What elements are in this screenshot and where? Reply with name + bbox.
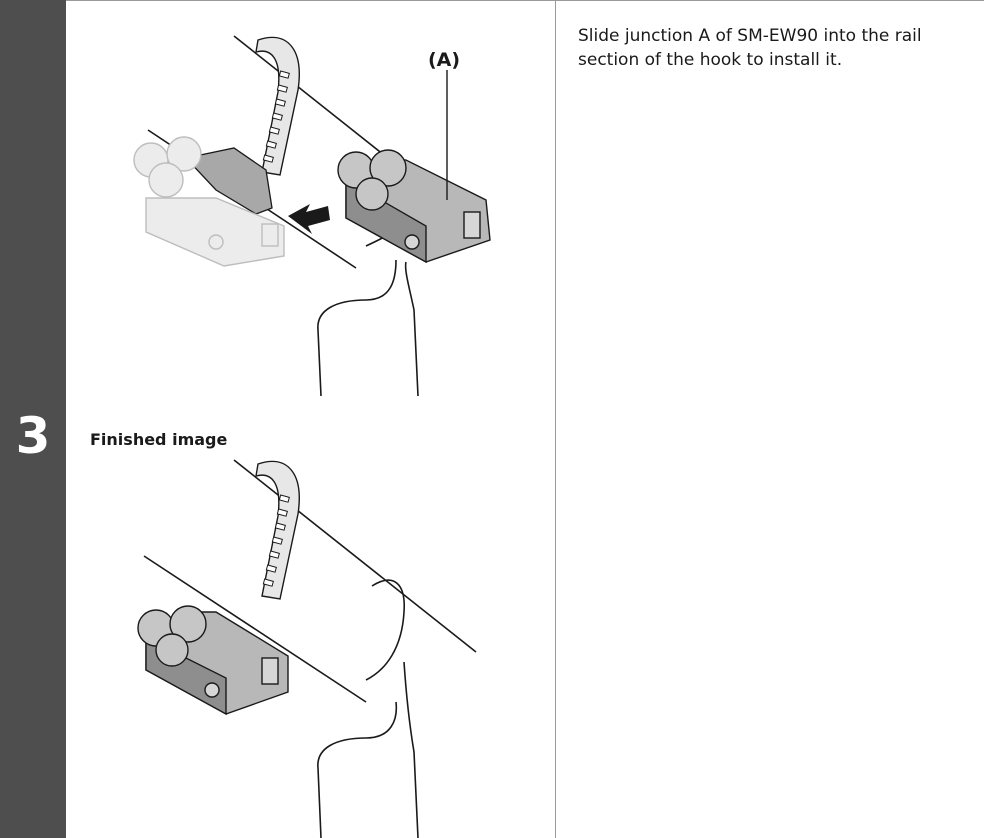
finished-illustration [66, 452, 555, 838]
step-bar: 3 [0, 0, 66, 838]
installation-illustration: (A) [66, 0, 555, 400]
instruction-text: Slide junction A of SM-EW90 into the rai… [578, 24, 978, 72]
finished-image-label: Finished image [90, 430, 227, 450]
text-column: Slide junction A of SM-EW90 into the rai… [556, 0, 984, 838]
callout-a-label: (A) [428, 49, 460, 71]
arrow-icon [288, 204, 330, 234]
step-number: 3 [0, 408, 66, 464]
